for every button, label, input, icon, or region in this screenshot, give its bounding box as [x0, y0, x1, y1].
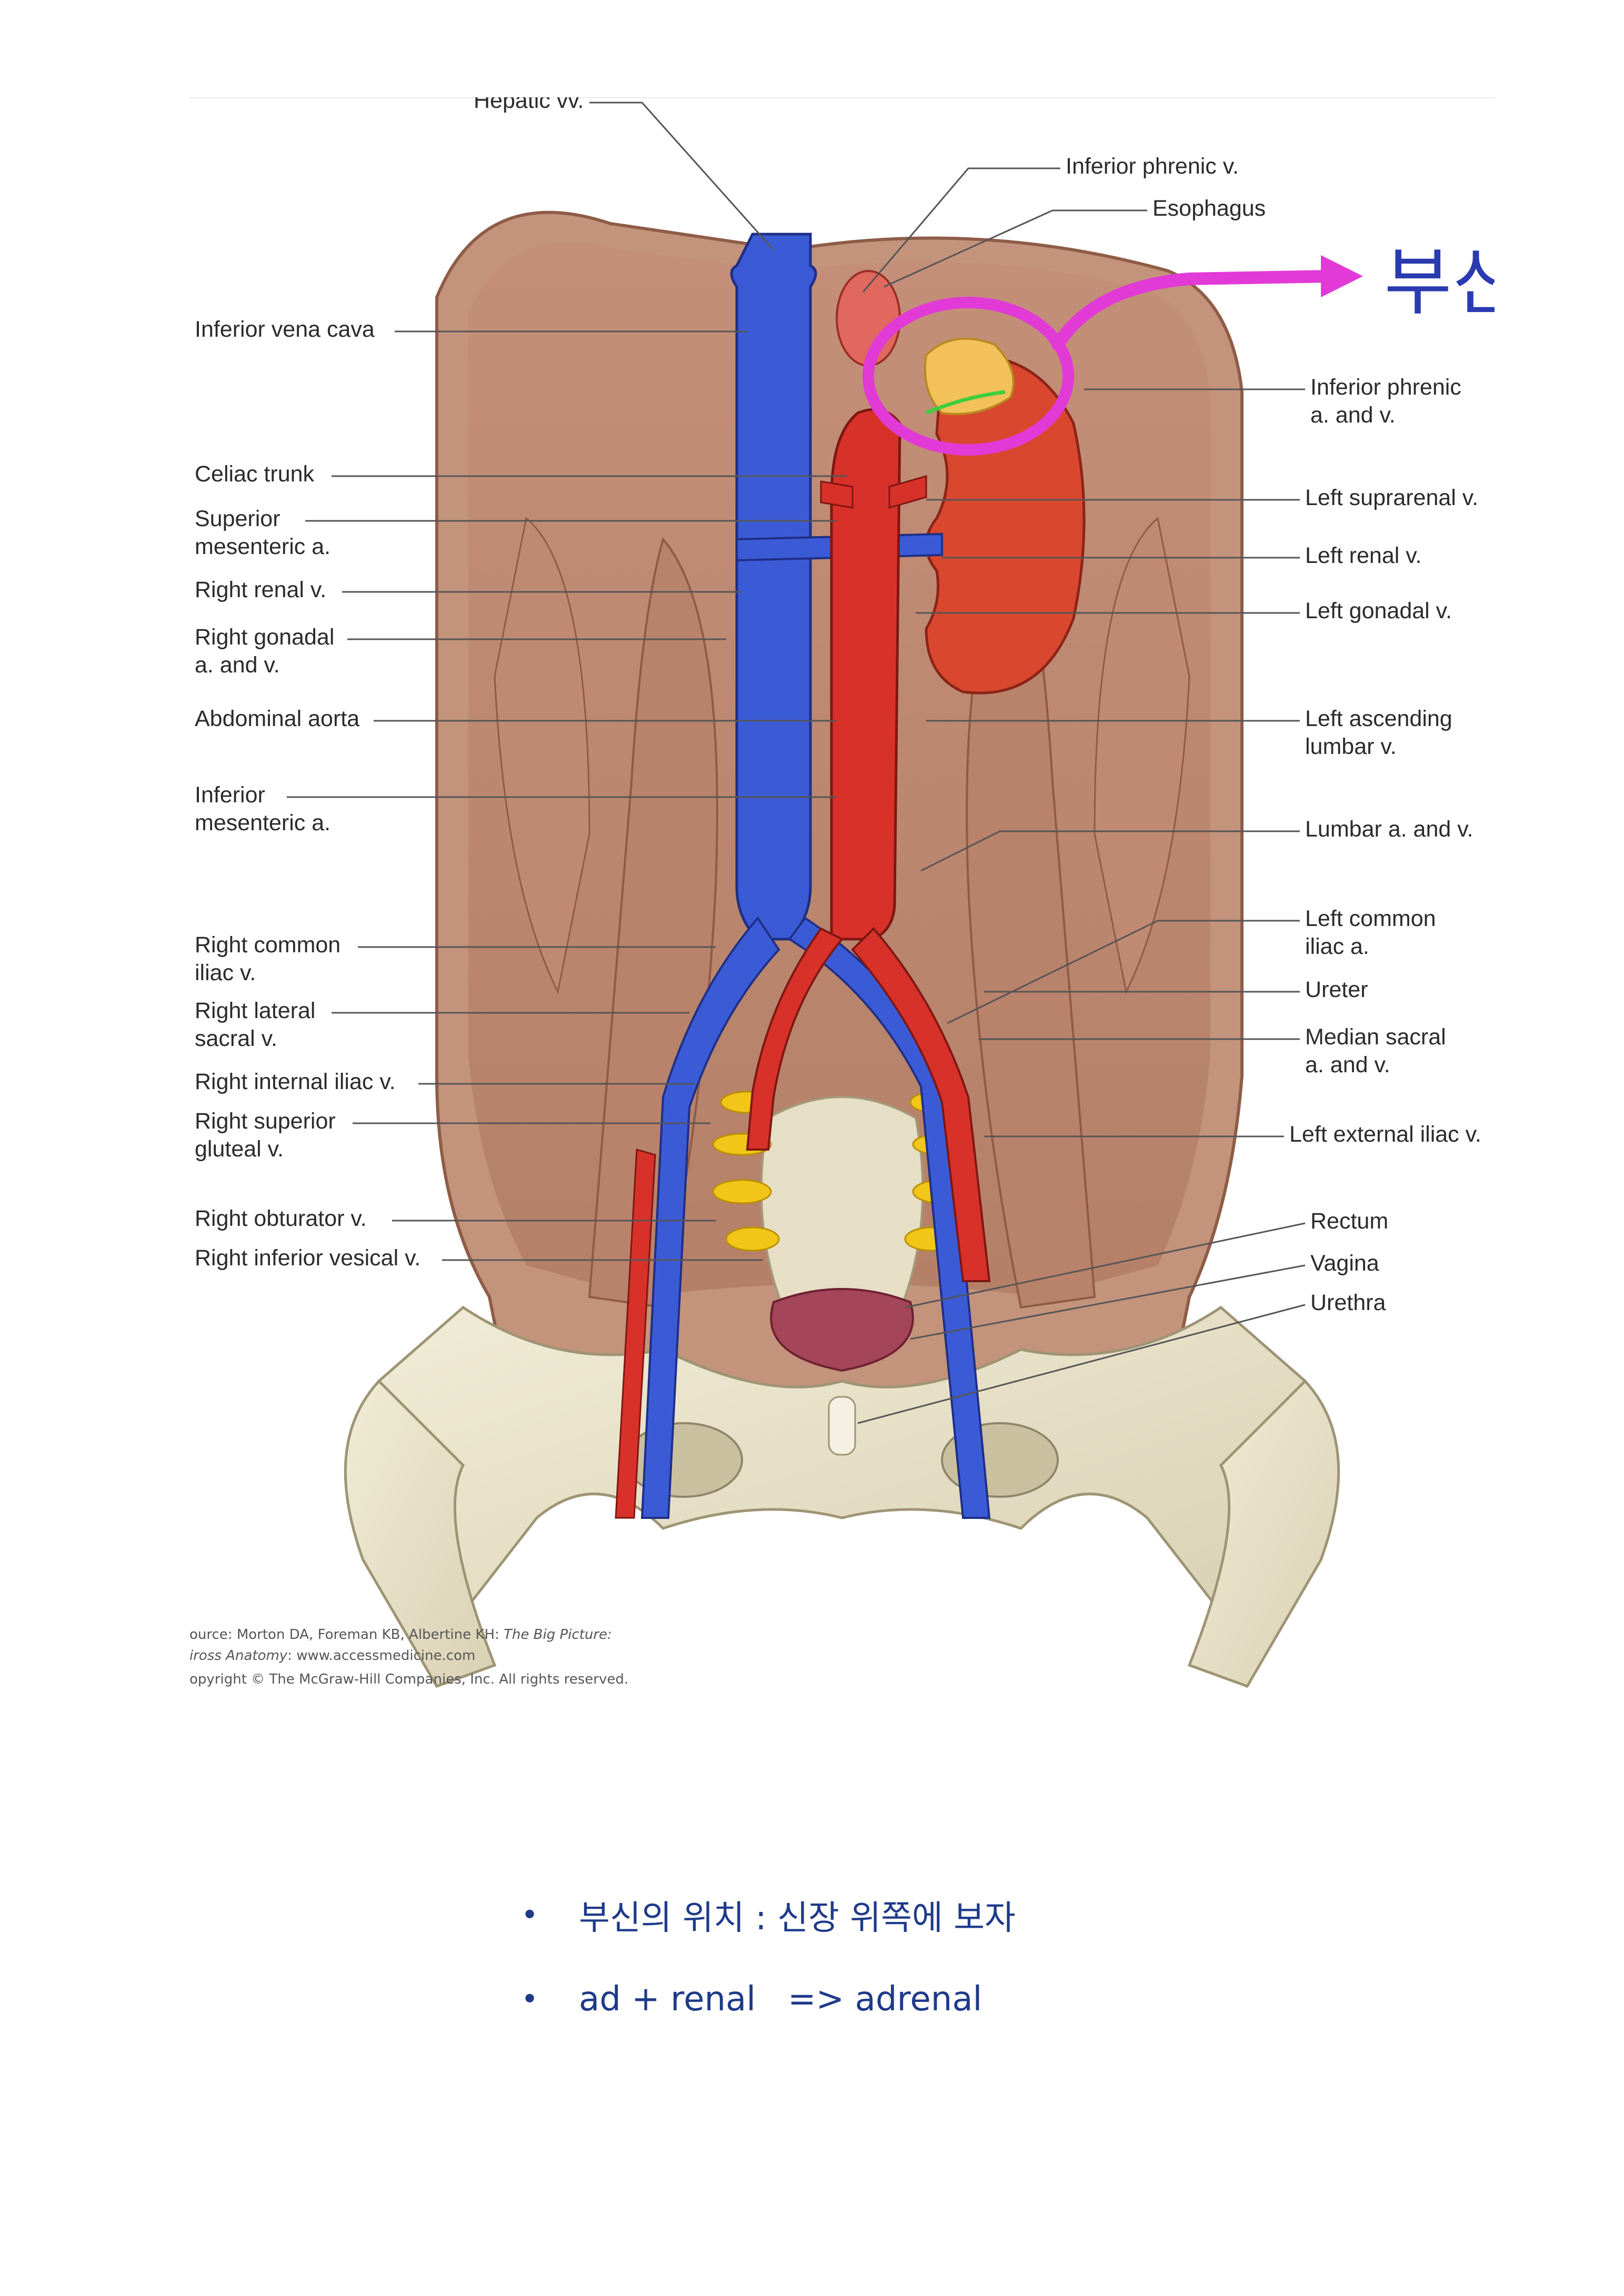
label-left-suprarenal-v: Left suprarenal v.	[1305, 485, 1478, 510]
label-right-gonadal-1: Right gonadal	[195, 625, 334, 650]
source-line-1-title: The Big Picture:	[504, 1627, 612, 1643]
left-adrenal-gland	[924, 337, 1015, 415]
left-labels: Hepatic vv. Inferior vena cava Celiac tr…	[195, 97, 847, 1271]
anatomy-figure: 부신 Hepatic vv. Inferior vena cava Celiac…	[189, 97, 1495, 1707]
label-abdominal-aorta: Abdominal aorta	[195, 706, 359, 731]
pubic-symphysis	[828, 1396, 856, 1456]
pelvic-viscera	[770, 1288, 914, 1372]
bullet-icon: •	[521, 1898, 539, 1932]
note-item: • 부신의 위치 : 신장 위쪽에 보자	[521, 1873, 1310, 1957]
label-ima-1: Inferior	[195, 782, 265, 808]
source-line-2-title: iross Anatomy	[189, 1648, 288, 1664]
label-right-gonadal-2: a. and v.	[195, 652, 280, 678]
right-external-iliac-artery	[615, 1149, 656, 1519]
label-inferior-phrenic-av-1: Inferior phrenic	[1310, 375, 1461, 400]
label-left-renal-v: Left renal v.	[1305, 543, 1422, 568]
inferior-vena-cava-vessel	[730, 233, 817, 941]
celiac-branches	[820, 475, 927, 509]
right-quadratus-muscle	[494, 517, 590, 994]
label-rls-2: sacral v.	[195, 1026, 277, 1051]
label-rii: Right internal iliac v.	[195, 1069, 396, 1094]
label-celiac-trunk: Celiac trunk	[195, 461, 315, 487]
right-femur	[344, 1379, 497, 1688]
label-hepatic-vv: Hepatic vv.	[474, 97, 584, 113]
label-urethra: Urethra	[1310, 1290, 1386, 1315]
label-lei: Left external iliac v.	[1289, 1122, 1481, 1147]
label-vagina: Vagina	[1310, 1251, 1379, 1276]
label-sma-1: Superior	[195, 506, 280, 531]
label-left-gonadal-v: Left gonadal v.	[1305, 598, 1452, 623]
label-rls-1: Right lateral	[195, 998, 315, 1023]
label-lci-1: Left common	[1305, 906, 1436, 931]
label-ivc: Inferior vena cava	[195, 317, 375, 342]
adrenal-green-outline	[925, 390, 1006, 415]
handwritten-note: 부신	[1384, 240, 1495, 326]
left-kidney	[925, 355, 1086, 694]
left-psoas-muscle	[966, 537, 1096, 1309]
note-text: ad + renal => adrenal	[579, 1980, 983, 2019]
label-lci-2: iliac a.	[1305, 934, 1369, 959]
label-esophagus: Esophagus	[1152, 196, 1266, 221]
source-line-3: opyright © The McGraw-Hill Companies, In…	[189, 1671, 628, 1687]
right-labels: Inferior phrenic v. Esophagus Inferior p…	[857, 154, 1481, 1424]
label-rectum: Rectum	[1310, 1209, 1388, 1234]
highlight-arrowhead	[1321, 255, 1363, 297]
bullet-icon: •	[521, 1982, 539, 2017]
common-iliac-veins	[640, 916, 780, 1519]
highlight-arrow	[1051, 270, 1338, 351]
label-rci-2: iliac v.	[195, 960, 256, 985]
label-robt: Right obturator v.	[195, 1206, 367, 1231]
anatomy-illustration: 부신 Hepatic vv. Inferior vena cava Celiac…	[189, 97, 1495, 1688]
label-rsg-1: Right superior	[195, 1109, 336, 1134]
note-text: 부신의 위치 : 신장 위쪽에 보자	[579, 1899, 1016, 1938]
notes-list: • 부신의 위치 : 신장 위쪽에 보자 • ad + renal => adr…	[521, 1873, 1310, 2041]
adrenal-highlight-circle	[863, 297, 1074, 456]
label-ima-2: mesenteric a.	[195, 810, 330, 835]
label-left-asc-1: Left ascending	[1305, 706, 1452, 731]
label-riv: Right inferior vesical v.	[195, 1245, 420, 1271]
note-item: • ad + renal => adrenal	[521, 1957, 1310, 2041]
label-inferior-phrenic-v: Inferior phrenic v.	[1066, 154, 1239, 179]
label-right-renal-v: Right renal v.	[195, 577, 326, 602]
label-rci-1: Right common	[195, 932, 340, 958]
source-credit: ource: Morton DA, Foreman KB, Albertine …	[189, 1627, 628, 1687]
source-line-1-prefix: ource: Morton DA, Foreman KB, Albertine …	[189, 1627, 504, 1643]
svg-text:iross Anatomy: www.accessmedic: iross Anatomy: www.accessmedicine.com	[189, 1648, 475, 1664]
label-ureter: Ureter	[1305, 977, 1368, 1002]
label-left-asc-2: lumbar v.	[1305, 734, 1397, 759]
svg-text:ource: Morton DA, Foreman KB,: ource: Morton DA, Foreman KB, Albertine …	[189, 1627, 612, 1643]
left-femur	[1187, 1379, 1340, 1688]
label-rsg-2: gluteal v.	[195, 1136, 284, 1162]
label-median-sacral-2: a. and v.	[1305, 1052, 1390, 1077]
label-sma-2: mesenteric a.	[195, 534, 330, 559]
left-quadratus-muscle	[1094, 517, 1190, 994]
label-median-sacral-1: Median sacral	[1305, 1024, 1446, 1050]
left-common-iliac-artery	[851, 927, 991, 1282]
label-inferior-phrenic-av-2: a. and v.	[1310, 402, 1396, 428]
label-lumbar: Lumbar a. and v.	[1305, 817, 1473, 842]
right-common-iliac-artery	[746, 927, 844, 1151]
source-line-2-rest: : www.accessmedicine.com	[287, 1648, 475, 1664]
